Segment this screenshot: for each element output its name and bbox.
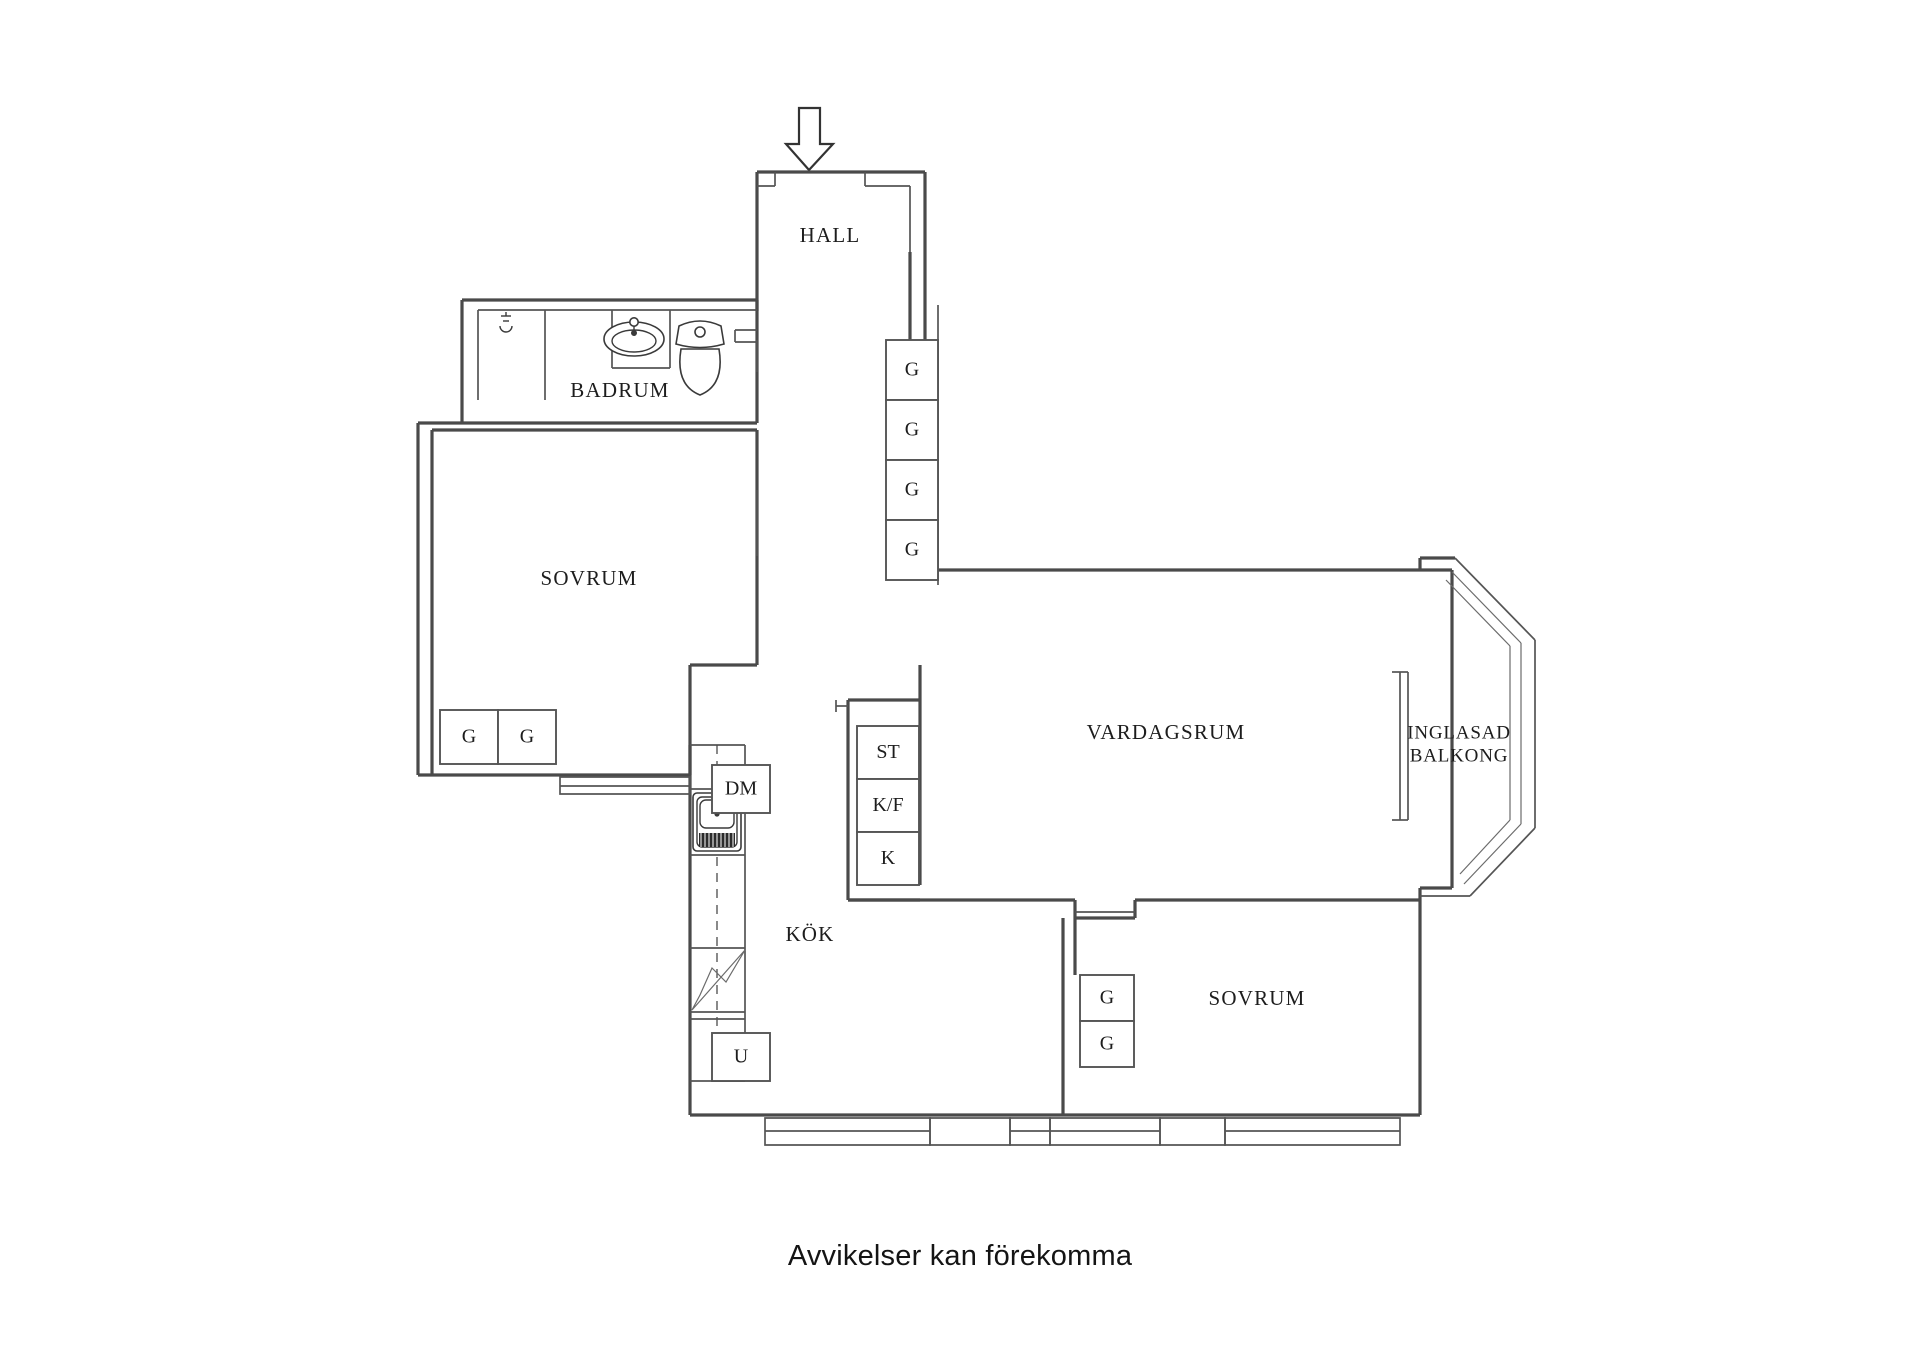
room-labels: HALL BADRUM SOVRUM VARDAGSRUM KÖK SOVRUM [540,223,1305,1010]
glazed-balcony-outline [1392,556,1536,897]
closet-box [497,709,557,765]
closet-label: G [1100,1033,1114,1055]
kitchen-unit-box [856,725,920,780]
exterior-walls [416,170,1454,1117]
windows [559,776,1401,1146]
closet-1: G [885,399,939,461]
plan-caption: Avvikelser kan förekomma [787,1240,1133,1272]
closet-3: G [885,519,939,581]
closet-box [1079,974,1135,1022]
kitchen-unit-label: DM [725,778,757,800]
closet-label: G [905,539,919,561]
entrance-arrow-icon [783,106,836,172]
closet-5: G [497,709,557,765]
balcony-label: INGLASAD BALKONG [1407,722,1511,766]
kitchen-unit-label: ST [876,741,899,763]
kitchen-unit-label: K/F [872,794,903,816]
kitchen-unit-box [711,764,771,814]
kitchen-unit-4: U [711,1032,771,1082]
closet-label: G [905,359,919,381]
kitchen-unit-0: ST [856,725,920,780]
room-label-kok: KÖK [785,922,834,946]
bathroom-fixtures [477,309,757,400]
kitchen-unit-box [856,831,920,886]
balcony-label-line2: BALKONG [1410,745,1509,766]
closet-box [439,709,499,765]
shower-fitting-icon [499,312,513,333]
room-label-hall: HALL [800,223,861,247]
closet-6: G [1079,974,1135,1022]
kitchen-unit-1: K/F [856,778,920,833]
closet-boxes: G G G G G G G G [439,339,1135,1068]
closet-0: G [885,339,939,401]
bathroom-sink-icon [603,316,665,357]
kitchen-unit-label: U [734,1046,749,1068]
room-label-sovrum_1: SOVRUM [540,566,637,590]
closet-7: G [1079,1020,1135,1068]
interior-walls [835,305,1420,1115]
kitchen-unit-label: K [881,847,896,869]
closet-label: G [905,479,919,501]
closet-label: G [462,726,476,748]
kitchen-unit-boxes: ST K/F K DM U [711,725,920,1082]
closet-box [1079,1020,1135,1068]
balcony-label-line1: INGLASAD [1407,722,1511,743]
door-openings [756,340,921,860]
closet-box [885,519,939,581]
kitchen-unit-2: K [856,831,920,886]
room-label-vardagsrum: VARDAGSRUM [1087,720,1246,744]
room-label-sovrum_2: SOVRUM [1208,986,1305,1010]
closet-box [885,459,939,521]
room-label-badrum: BADRUM [570,378,669,402]
closet-label: G [520,726,534,748]
toilet-icon [675,320,725,396]
closet-2: G [885,459,939,521]
kitchen-unit-3: DM [711,764,771,814]
closet-4: G [439,709,499,765]
stove-icon [690,947,746,1013]
kitchen-unit-box [711,1032,771,1082]
closet-label: G [905,419,919,441]
closet-label: G [1100,987,1114,1009]
